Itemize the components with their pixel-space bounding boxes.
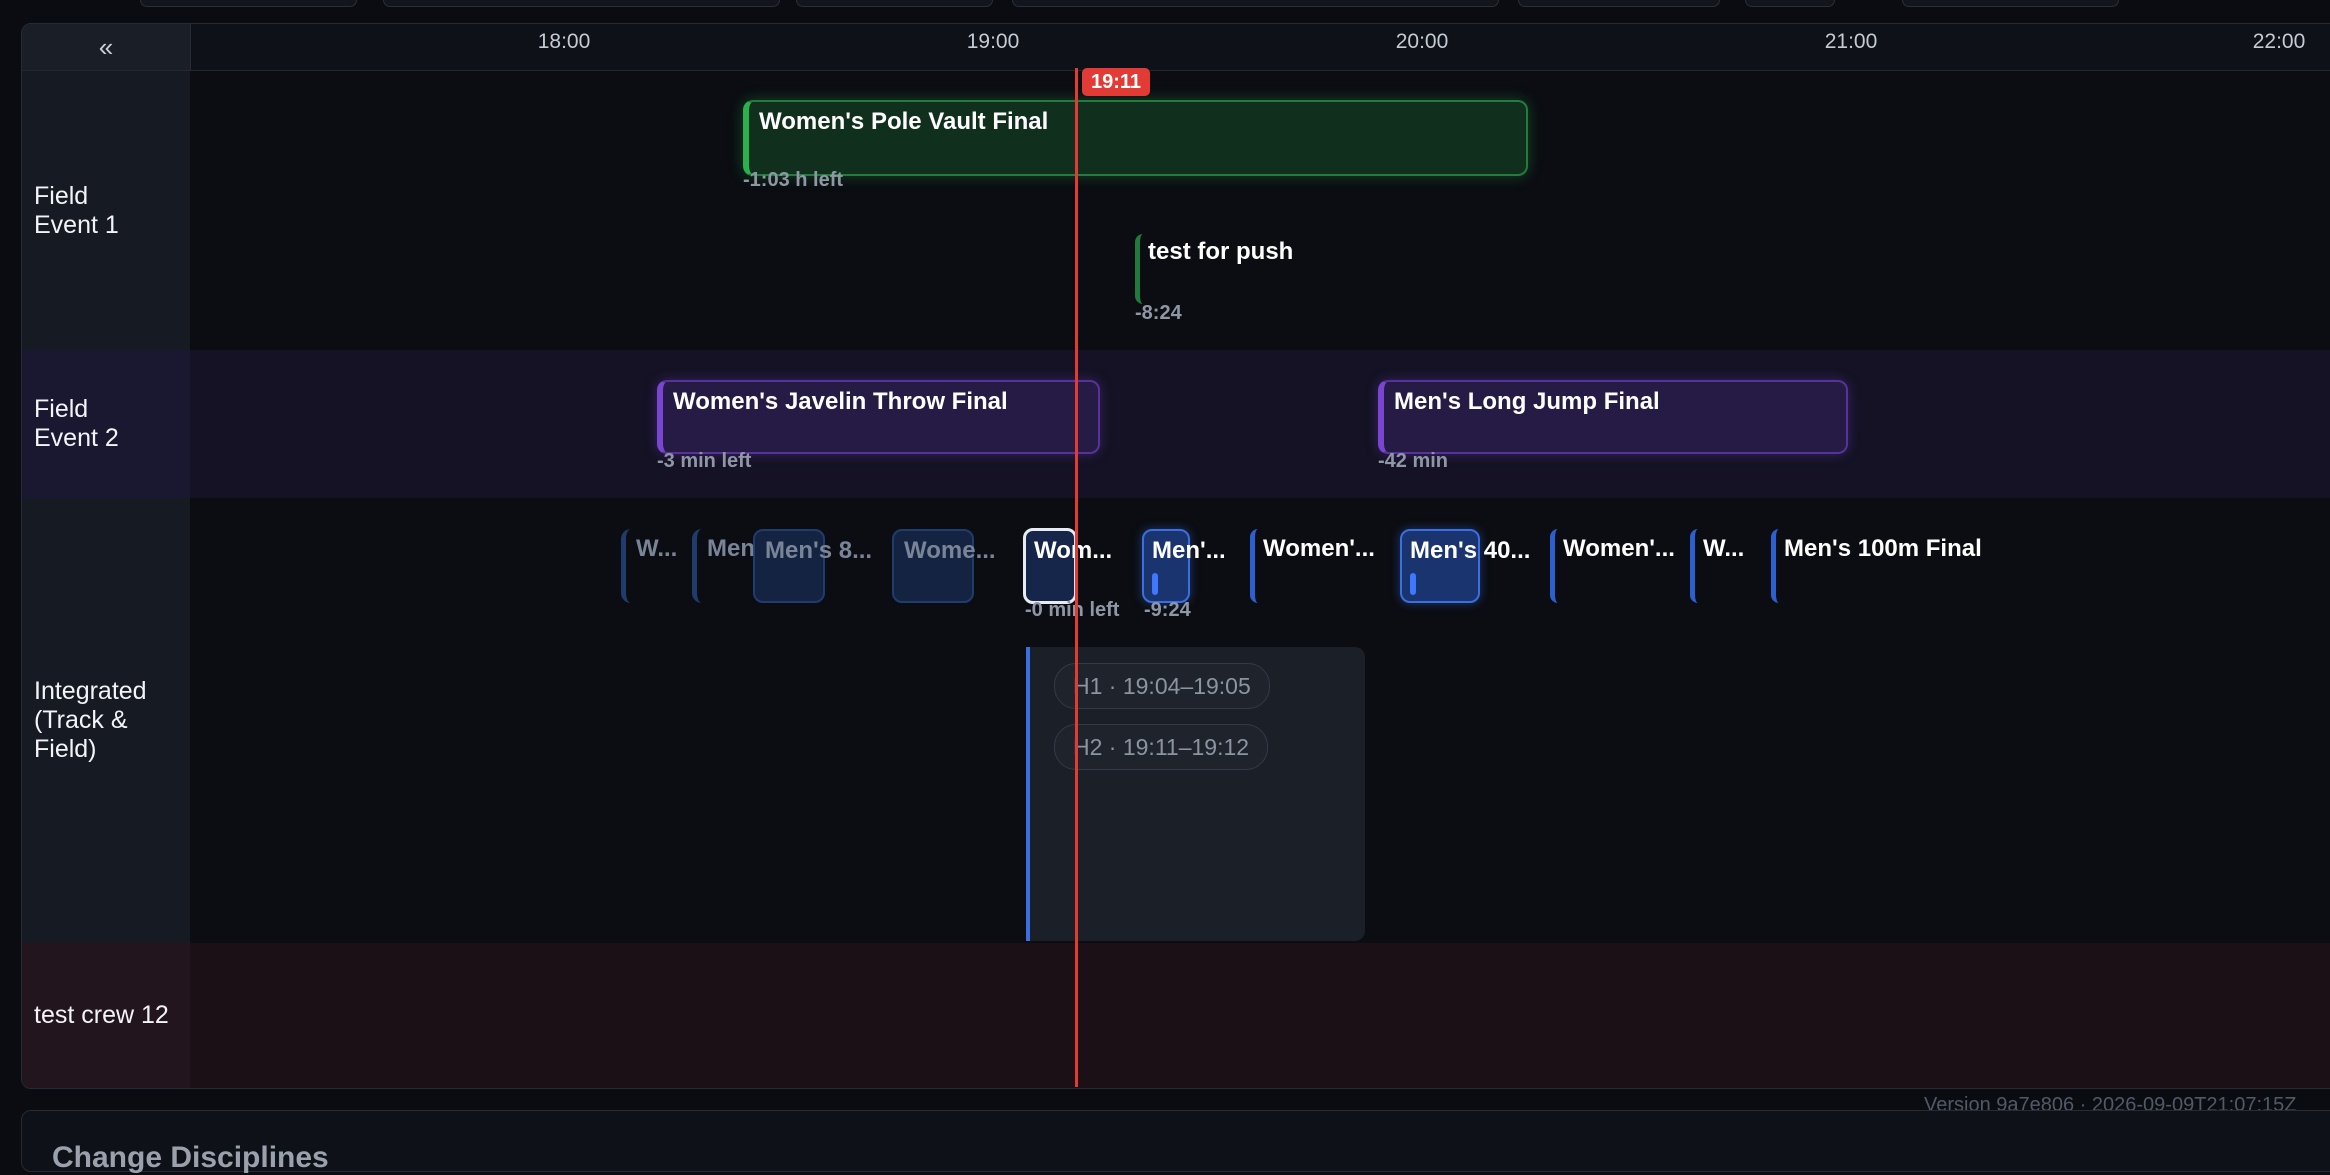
lane-test-crew <box>22 943 2330 1088</box>
event-integrated-6[interactable]: Men'... <box>1142 529 1226 603</box>
lane-label-field-event-2: Field Event 2 <box>22 350 190 498</box>
time-tick-label: 20:00 <box>1395 30 1449 53</box>
top-control-stub <box>140 0 357 7</box>
lane-label-field-event-1: Field Event 1 <box>22 71 190 350</box>
event-mens-long-jump-final[interactable]: Men's Long Jump Final <box>1378 380 1848 454</box>
event-test-for-push[interactable]: test for push <box>1135 234 1375 304</box>
event-womens-javelin-throw-final[interactable]: Women's Javelin Throw Final <box>657 380 1100 454</box>
event-time-remaining: -3 min left <box>657 450 752 472</box>
schedule-timeline: « 18:00 19:00 20:00 21:00 22:00 Field Ev… <box>21 23 2330 1089</box>
panel-title: Change Disciplines <box>52 1141 329 1174</box>
event-time-remaining: -1:03 h left <box>743 169 844 191</box>
heats-popover: H1 · 19:04–19:05 H2 · 19:11–19:12 <box>1026 647 1365 941</box>
event-time-remaining: -8:24 <box>1135 302 1182 324</box>
event-integrated-8[interactable]: Men's 40... <box>1400 529 1530 603</box>
event-time-remaining: -0 min left <box>1025 599 1120 621</box>
event-integrated-7[interactable]: Women'... <box>1250 529 1375 603</box>
lane-label-integrated: Integrated (Track & Field) <box>22 498 190 943</box>
event-time-remaining: -9:24 <box>1144 599 1191 621</box>
event-integrated-current[interactable]: Wom... <box>1023 528 1112 604</box>
collapse-sidebar-button[interactable]: « <box>22 24 191 70</box>
time-axis-header: « 18:00 19:00 20:00 21:00 22:00 <box>22 24 2330 71</box>
event-integrated-4[interactable]: Wome... <box>892 529 996 603</box>
change-disciplines-panel: Change Disciplines <box>21 1110 2330 1174</box>
event-time-remaining: -42 min <box>1378 450 1449 472</box>
event-integrated-10[interactable]: W... <box>1690 529 1744 603</box>
current-time-badge: 19:11 <box>1082 68 1151 96</box>
progress-indicator <box>1152 573 1158 595</box>
current-time-line <box>1075 68 1078 1087</box>
top-control-stub <box>1012 0 1499 7</box>
top-control-stub <box>1745 0 1835 7</box>
event-integrated-3[interactable]: Men's 8... <box>753 529 872 603</box>
heat-chip[interactable]: H2 · 19:11–19:12 <box>1054 724 1269 770</box>
event-integrated-2[interactable]: Men <box>692 529 755 603</box>
heat-chip[interactable]: H1 · 19:04–19:05 <box>1054 663 1270 709</box>
top-control-stub <box>1518 0 1720 7</box>
top-control-stub <box>383 0 780 7</box>
event-integrated-1[interactable]: W... <box>621 529 677 603</box>
event-integrated-9[interactable]: Women'... <box>1550 529 1675 603</box>
lane-label-test-crew: test crew 12 <box>22 943 190 1088</box>
time-tick-label: 21:00 <box>1824 30 1878 53</box>
top-control-stub <box>1902 0 2119 7</box>
time-tick-label: 19:00 <box>966 30 1020 53</box>
lane-field-event-2 <box>22 350 2330 499</box>
progress-indicator <box>1410 573 1416 595</box>
time-tick-label: 22:00 <box>2252 30 2306 53</box>
event-mens-100m-final[interactable]: Men's 100m Final <box>1771 529 1982 603</box>
time-tick-label: 18:00 <box>537 30 591 53</box>
top-control-stub <box>796 0 993 7</box>
event-womens-pole-vault-final[interactable]: Women's Pole Vault Final <box>743 100 1528 176</box>
